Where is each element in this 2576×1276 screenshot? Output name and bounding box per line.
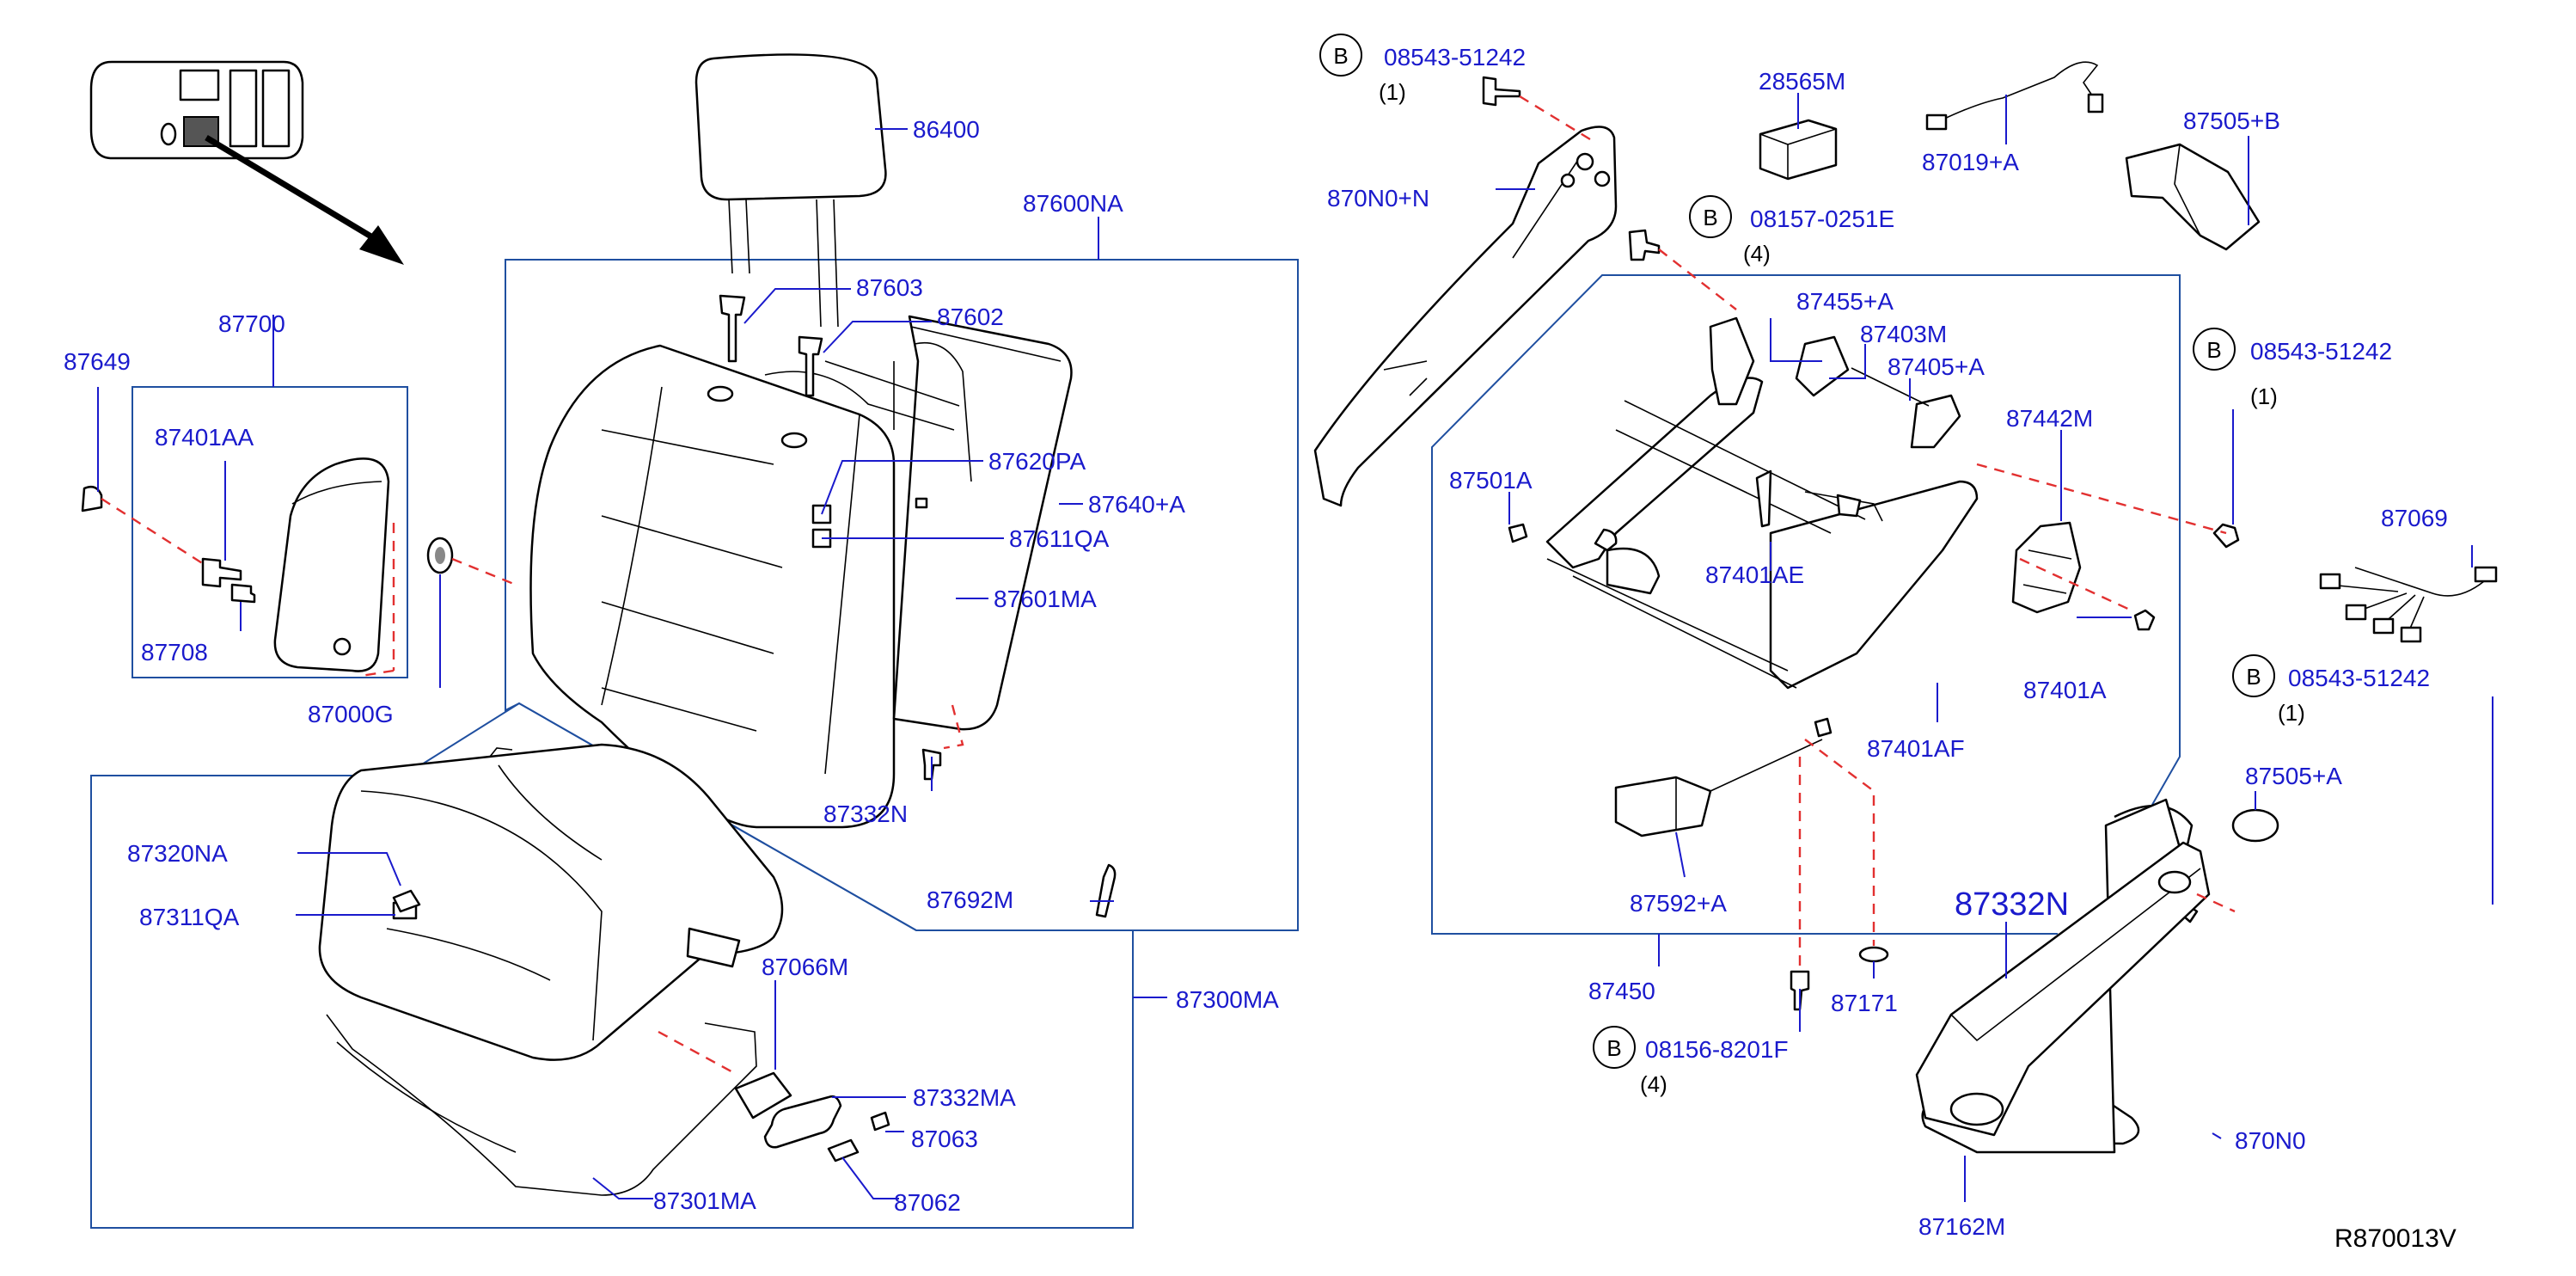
part-label-87442m[interactable]: 87442M bbox=[2006, 405, 2093, 432]
part-label-87505a[interactable]: 87505+A bbox=[2245, 763, 2342, 789]
part-label-87602[interactable]: 87602 bbox=[937, 304, 1004, 330]
armrest bbox=[81, 457, 454, 672]
part-label-87332n-back[interactable]: 87332N bbox=[823, 801, 908, 827]
bolt-ref-circle-1: B bbox=[1319, 34, 1362, 77]
part-label-87000g[interactable]: 87000G bbox=[308, 701, 394, 727]
part-label-87592a[interactable]: 87592+A bbox=[1630, 890, 1727, 917]
bolt-code-1[interactable]: 08543-51242 bbox=[1384, 44, 1526, 71]
part-label-87063[interactable]: 87063 bbox=[911, 1126, 978, 1152]
cap-87505a bbox=[2231, 808, 2279, 843]
locator-car-icon bbox=[89, 60, 404, 265]
part-label-87692m[interactable]: 87692M bbox=[927, 886, 1013, 913]
harness-87069 bbox=[2319, 566, 2498, 643]
part-label-870n0[interactable]: 870N0 bbox=[2235, 1127, 2306, 1154]
bolt-qty-1: (1) bbox=[1379, 79, 1406, 105]
phantom-lines bbox=[101, 95, 2236, 1077]
part-label-86400[interactable]: 86400 bbox=[913, 116, 980, 143]
part-label-87162m[interactable]: 87162M bbox=[1918, 1213, 2005, 1240]
bolt-ref-circle-2: B bbox=[1689, 195, 1732, 238]
part-label-87649[interactable]: 87649 bbox=[64, 348, 131, 375]
part-label-87171[interactable]: 87171 bbox=[1831, 990, 1898, 1016]
bolt-code-5[interactable]: 08156-8201F bbox=[1645, 1036, 1789, 1063]
leader-lines bbox=[97, 93, 2493, 1202]
diagram-code: R870013V bbox=[2334, 1224, 2457, 1253]
part-label-87066m[interactable]: 87066M bbox=[762, 954, 848, 980]
cushion-small-parts bbox=[392, 889, 890, 1163]
bolt-code-3[interactable]: 08543-51242 bbox=[2250, 338, 2392, 365]
bolt-ref-circle-4: B bbox=[2232, 654, 2275, 697]
svg-text:B: B bbox=[2246, 664, 2261, 690]
svg-text:B: B bbox=[1606, 1035, 1621, 1061]
module-28565m bbox=[1759, 119, 1838, 181]
part-label-87455a[interactable]: 87455+A bbox=[1796, 288, 1894, 315]
part-label-87062[interactable]: 87062 bbox=[894, 1189, 961, 1216]
part-label-87700[interactable]: 87700 bbox=[218, 310, 285, 337]
bolt-code-2[interactable]: 08157-0251E bbox=[1750, 206, 1894, 232]
part-label-87332ma[interactable]: 87332MA bbox=[913, 1084, 1016, 1111]
seat-adjuster-assembly bbox=[1545, 316, 1979, 690]
part-label-87332n-cover[interactable]: 87332N bbox=[1955, 886, 2069, 923]
part-label-87069[interactable]: 87069 bbox=[2381, 505, 2448, 531]
part-label-87401af[interactable]: 87401AF bbox=[1867, 735, 1965, 762]
part-label-87301ma[interactable]: 87301MA bbox=[653, 1187, 756, 1214]
svg-text:B: B bbox=[1333, 43, 1348, 69]
armrest-frame bbox=[132, 386, 408, 678]
part-label-87708[interactable]: 87708 bbox=[141, 639, 208, 666]
harness-87019a bbox=[1925, 61, 2104, 131]
part-label-87401a[interactable]: 87401A bbox=[2023, 677, 2107, 703]
seat-back-frame-part bbox=[764, 315, 1073, 731]
bolt-ref-circle-3: B bbox=[2193, 328, 2236, 371]
inner-cover-87162m bbox=[1915, 841, 2211, 1137]
part-label-870n0n[interactable]: 870N0+N bbox=[1327, 185, 1429, 212]
bolt-qty-4: (1) bbox=[2278, 700, 2305, 726]
headrest bbox=[694, 53, 887, 328]
part-label-87405a[interactable]: 87405+A bbox=[1888, 353, 1985, 380]
svg-text:B: B bbox=[2206, 337, 2221, 363]
seat-cushion bbox=[318, 743, 784, 1196]
washer-87171 bbox=[1858, 946, 1889, 963]
part-label-87300ma[interactable]: 87300MA bbox=[1176, 986, 1279, 1013]
part-label-87401ae[interactable]: 87401AE bbox=[1705, 561, 1804, 588]
bolt-qty-5: (4) bbox=[1640, 1071, 1667, 1097]
cover-87505b bbox=[2125, 143, 2261, 251]
recliner-cover-inner bbox=[1313, 76, 1618, 507]
bolt-ref-circle-5: B bbox=[1593, 1026, 1636, 1069]
part-label-87320na[interactable]: 87320NA bbox=[127, 840, 228, 867]
seat-back-cover bbox=[529, 344, 896, 829]
lift-motor bbox=[2011, 521, 2082, 614]
bolt-qty-2: (4) bbox=[1743, 241, 1771, 267]
bolt-code-4[interactable]: 08543-51242 bbox=[2288, 665, 2430, 691]
part-label-87501a[interactable]: 87501A bbox=[1449, 467, 1533, 494]
slide-motor bbox=[1614, 717, 1833, 837]
part-label-87600na[interactable]: 87600NA bbox=[1023, 190, 1123, 217]
part-label-87311qa[interactable]: 87311QA bbox=[139, 904, 240, 930]
svg-text:B: B bbox=[1703, 205, 1717, 230]
part-label-87601ma[interactable]: 87601MA bbox=[994, 586, 1097, 612]
part-label-87640a[interactable]: 87640+A bbox=[1088, 491, 1185, 518]
part-label-87603[interactable]: 87603 bbox=[856, 274, 923, 301]
bolt-qty-3: (1) bbox=[2250, 383, 2278, 409]
part-label-87505b[interactable]: 87505+B bbox=[2183, 107, 2280, 134]
part-label-87403m[interactable]: 87403M bbox=[1860, 321, 1947, 347]
part-label-87450[interactable]: 87450 bbox=[1588, 978, 1655, 1004]
part-label-87401aa[interactable]: 87401AA bbox=[155, 424, 254, 451]
part-label-87019a[interactable]: 87019+A bbox=[1922, 149, 2019, 175]
part-label-28565m[interactable]: 28565M bbox=[1759, 68, 1845, 95]
part-label-87620pa[interactable]: 87620PA bbox=[988, 448, 1086, 475]
part-label-87611qa[interactable]: 87611QA bbox=[1009, 525, 1110, 552]
